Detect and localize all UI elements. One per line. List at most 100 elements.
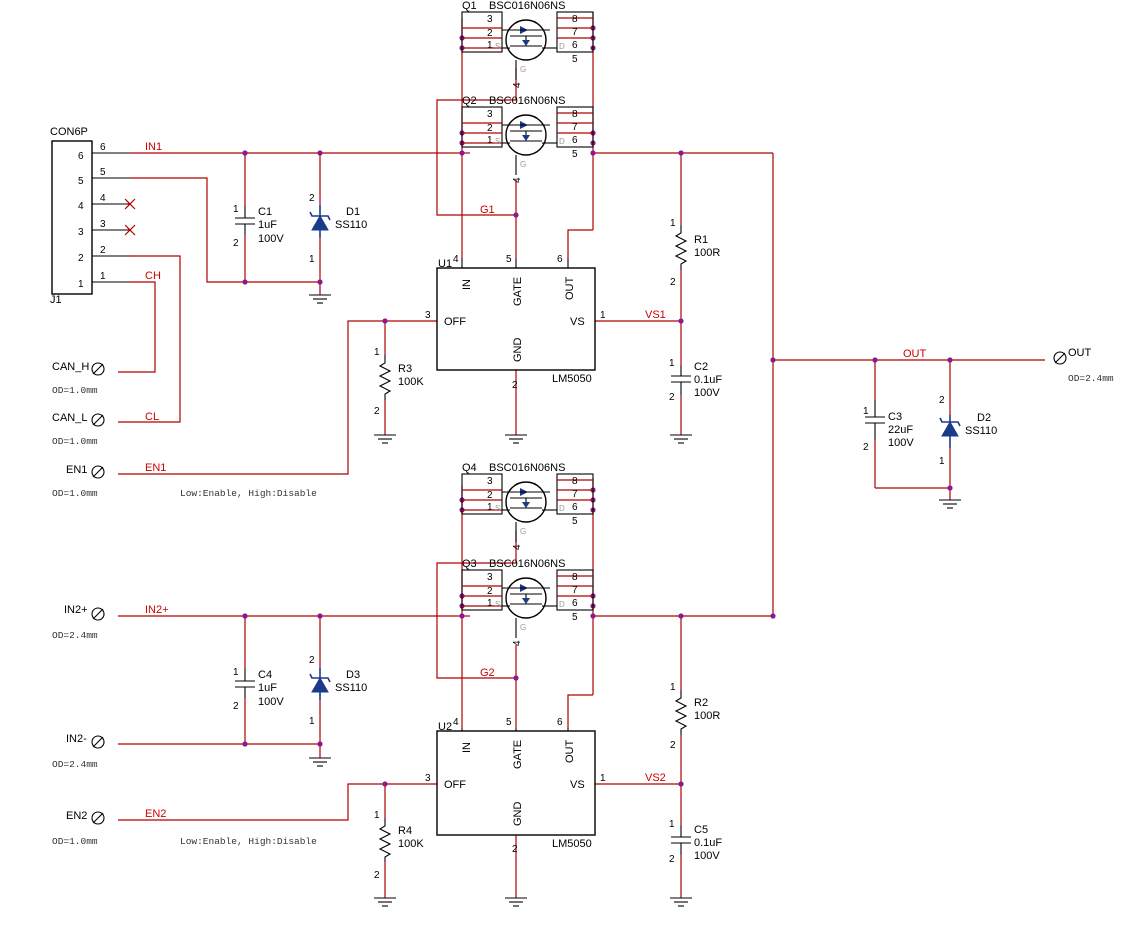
connector-pin-label: 6 bbox=[78, 151, 84, 162]
pin-number: 6 bbox=[572, 502, 578, 513]
ground-icon bbox=[309, 757, 331, 767]
pin-number: 2 bbox=[233, 701, 239, 712]
pad-en2[interactable]: EN2 OD=1.0mm bbox=[52, 810, 105, 847]
resistor-value: 100K bbox=[398, 838, 424, 850]
pin-number: 4 bbox=[512, 177, 523, 183]
cap-rating: 100V bbox=[888, 437, 914, 449]
pin-number: 2 bbox=[669, 854, 675, 865]
pad-can-l[interactable]: CAN_L OD=1.0mm bbox=[52, 412, 105, 447]
pin-number: 5 bbox=[572, 54, 578, 65]
pin-number: 3 bbox=[425, 310, 431, 321]
pin-letter: D bbox=[559, 504, 565, 513]
diode-d3: 2 1 D3 SS110 bbox=[309, 655, 367, 727]
pin-letter: G bbox=[520, 527, 526, 536]
pin-letter: S bbox=[495, 42, 500, 51]
pin-number: 7 bbox=[572, 27, 578, 38]
pin-number: 3 bbox=[425, 773, 431, 784]
connector-pin-label: 4 bbox=[78, 201, 84, 212]
cap-rating: 100V bbox=[258, 696, 284, 708]
pin-number: 3 bbox=[487, 476, 493, 487]
net-label-vs1: VS1 bbox=[645, 309, 666, 321]
ic-pin-label: GND bbox=[512, 338, 524, 363]
ic-pin-label: IN bbox=[461, 742, 473, 753]
mosfet-value: BSC016N06NS bbox=[489, 0, 565, 12]
diode-value: SS110 bbox=[335, 219, 367, 231]
pin-letter: G bbox=[520, 160, 526, 169]
connector-pin-label: 3 bbox=[78, 227, 84, 238]
pad-label: EN1 bbox=[66, 464, 87, 476]
diode-ref: D1 bbox=[346, 206, 360, 218]
pin-number: 3 bbox=[487, 14, 493, 25]
ic-pin-label: GND bbox=[512, 802, 524, 827]
pin-number: 2 bbox=[487, 586, 493, 597]
diode-value: SS110 bbox=[335, 682, 367, 694]
ic-pin-label: IN bbox=[461, 279, 473, 290]
net-label-ch: CH bbox=[145, 270, 161, 282]
connector-pin-label: 2 bbox=[78, 253, 84, 264]
pin-number: 3 bbox=[487, 572, 493, 583]
net-label-en2: EN2 bbox=[145, 808, 166, 820]
pad-label: IN2- bbox=[66, 733, 87, 745]
pin-number: 2 bbox=[670, 277, 676, 288]
pin-letter: S bbox=[495, 504, 500, 513]
pad-out[interactable]: OUT OD=2.4mm bbox=[1053, 347, 1114, 384]
connector-ref: J1 bbox=[50, 294, 62, 306]
pad-en1[interactable]: EN1 OD=1.0mm bbox=[52, 464, 105, 499]
ground-icon bbox=[505, 434, 527, 444]
pin-number: 5 bbox=[100, 167, 106, 178]
pin-number: 8 bbox=[572, 476, 578, 487]
pin-letter: D bbox=[559, 42, 565, 51]
pin-number: 1 bbox=[374, 810, 380, 821]
ic-pin-label: VS bbox=[570, 779, 585, 791]
diode-d2: 2 1 D2 SS110 bbox=[939, 395, 997, 467]
pin-number: 2 bbox=[233, 238, 239, 249]
pad-size: OD=1.0mm bbox=[52, 436, 98, 447]
connector-value: CON6P bbox=[50, 126, 88, 138]
pin-number: 6 bbox=[572, 135, 578, 146]
net-label-en1: EN1 bbox=[145, 462, 166, 474]
pin-number: 7 bbox=[572, 585, 578, 596]
mosfet-value: BSC016N06NS bbox=[489, 462, 565, 474]
pin-number: 1 bbox=[939, 456, 945, 467]
pin-number: 1 bbox=[669, 819, 675, 830]
pin-number: 5 bbox=[506, 717, 512, 728]
pads: CAN_H OD=1.0mm CAN_L OD=1.0mm EN1 OD=1.0… bbox=[52, 347, 1114, 847]
pin-number: 1 bbox=[100, 271, 106, 282]
ground-icon bbox=[505, 897, 527, 907]
cap-rating: 100V bbox=[694, 387, 720, 399]
pin-number: 1 bbox=[309, 716, 315, 727]
pin-letter: S bbox=[495, 137, 500, 146]
pad-in2m[interactable]: IN2- OD=2.4mm bbox=[52, 733, 105, 770]
cap-value: 1uF bbox=[258, 682, 277, 694]
cap-value: 22uF bbox=[888, 424, 913, 436]
pin-number: 5 bbox=[506, 254, 512, 265]
pad-can-h[interactable]: CAN_H OD=1.0mm bbox=[52, 361, 105, 396]
pin-number: 3 bbox=[487, 109, 493, 120]
ic-ref: U2 bbox=[438, 721, 452, 733]
pad-size: OD=2.4mm bbox=[52, 630, 98, 641]
mosfet-ref: Q2 bbox=[462, 95, 477, 107]
resistor-ref: R4 bbox=[398, 825, 412, 837]
cap-rating: 100V bbox=[694, 850, 720, 862]
pin-number: 1 bbox=[600, 310, 606, 321]
resistor-r3: 1 2 R3 100K bbox=[374, 347, 424, 417]
pin-number: 2 bbox=[863, 442, 869, 453]
pin-number: 1 bbox=[374, 347, 380, 358]
pin-number: 3 bbox=[100, 219, 106, 230]
resistor-ref: R3 bbox=[398, 363, 412, 375]
mosfet-ref: Q1 bbox=[462, 0, 477, 12]
ground-icon bbox=[309, 294, 331, 304]
pin-number: 1 bbox=[669, 358, 675, 369]
pin-number: 2 bbox=[512, 844, 518, 855]
pin-number: 1 bbox=[233, 204, 239, 215]
ground-icon bbox=[374, 434, 396, 444]
pad-in2p[interactable]: IN2+ OD=2.4mm bbox=[52, 604, 105, 641]
pin-number: 1 bbox=[487, 40, 493, 51]
pin-number: 2 bbox=[487, 28, 493, 39]
net-label-vs2: VS2 bbox=[645, 772, 666, 784]
pin-number: 4 bbox=[512, 544, 523, 550]
ic-pin-label: VS bbox=[570, 316, 585, 328]
net-labels: IN1 CH CL EN1 G1 VS1 OUT IN2+ G2 VS2 EN2 bbox=[145, 141, 927, 820]
